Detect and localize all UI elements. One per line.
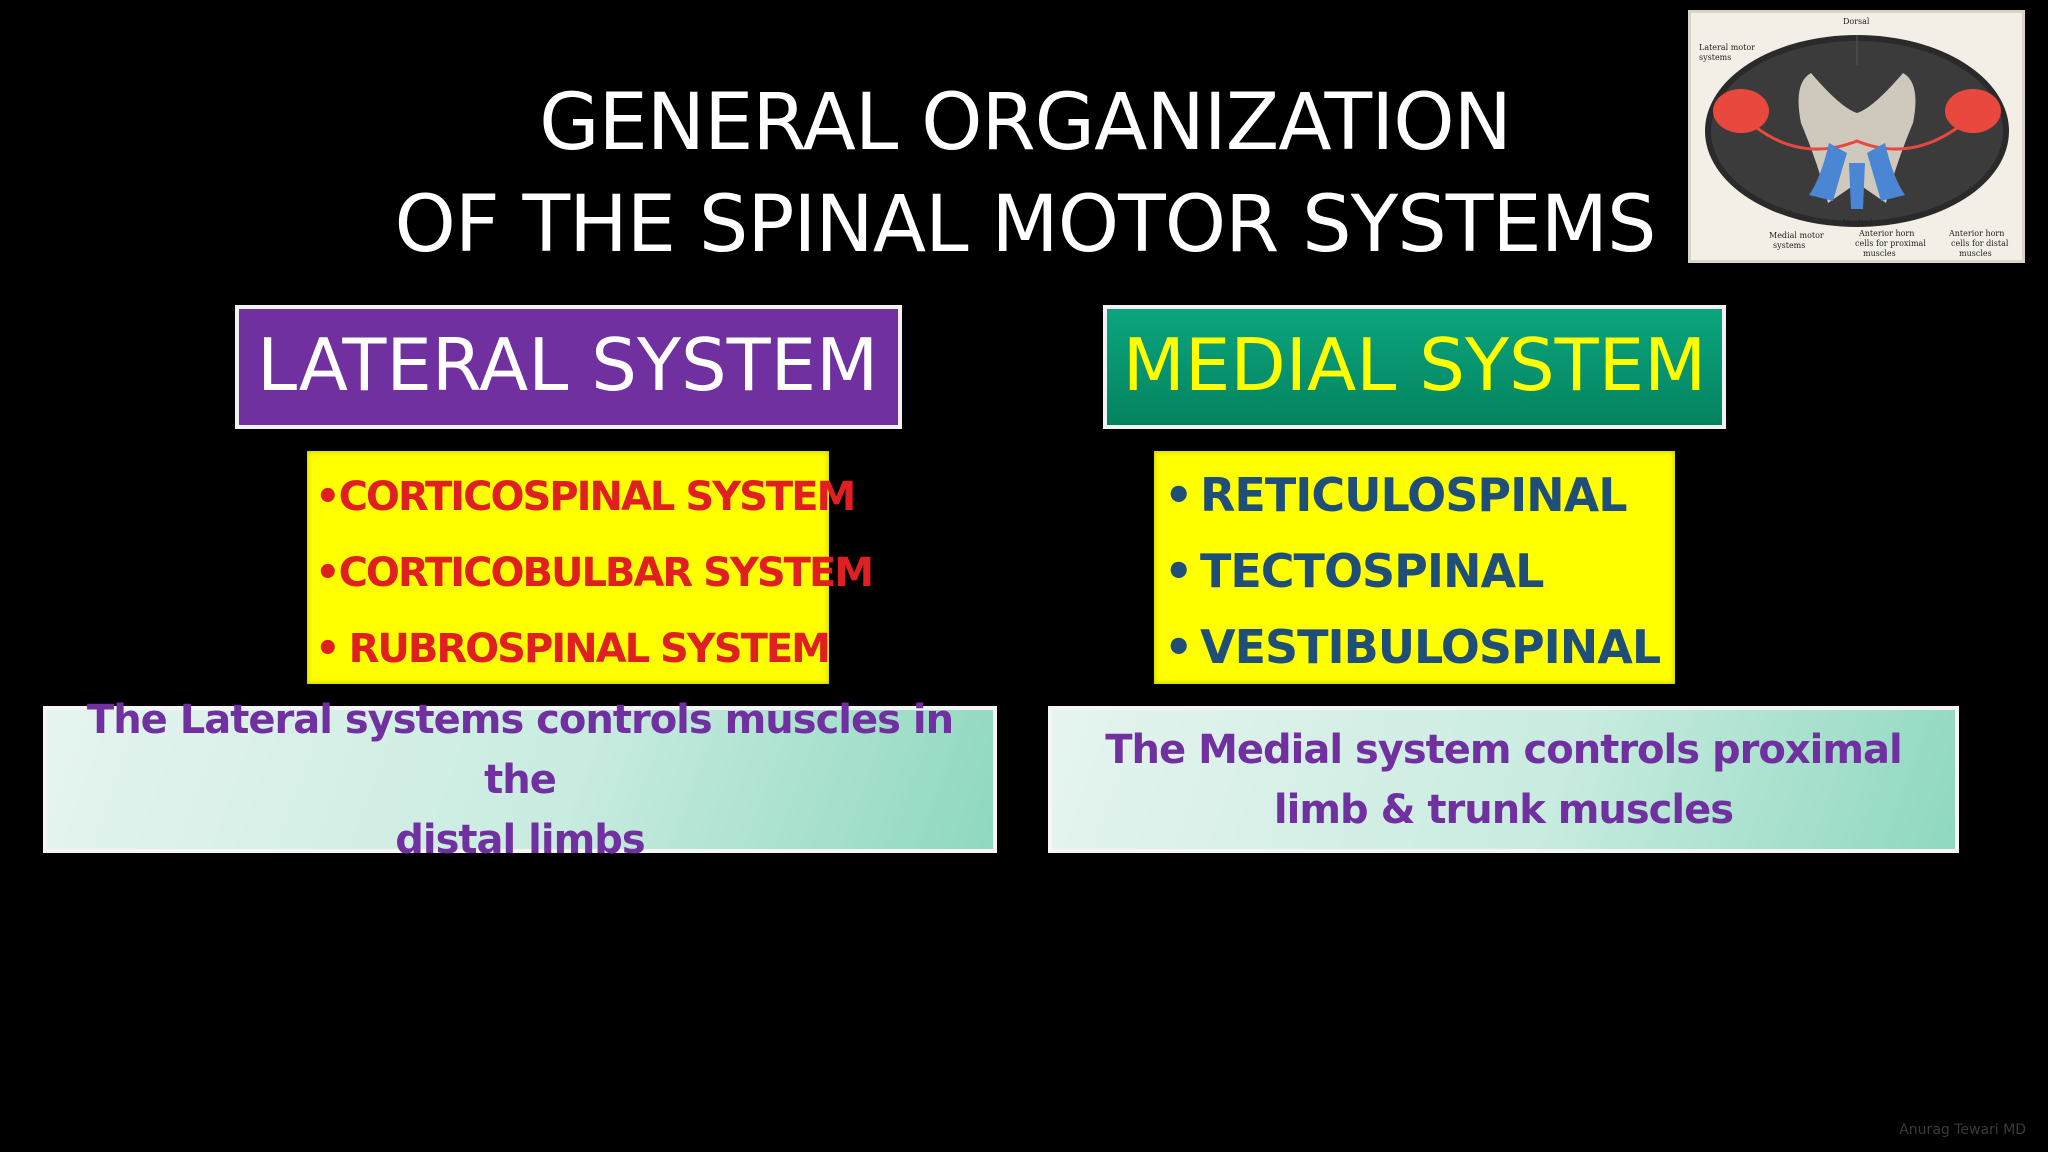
label-lateral-motor: Lateral motor — [1699, 43, 1755, 52]
label-lateral-motor-2: systems — [1699, 53, 1732, 62]
bullet-icon: • — [315, 626, 341, 672]
label-medial-motor-2: systems — [1773, 241, 1806, 250]
label-ventral: Ventral — [1843, 218, 1873, 227]
bullet-icon: • — [315, 474, 341, 520]
lateral-pathway-line — [1752, 123, 1962, 151]
lateral-system-description: The Lateral systems controls muscles in … — [43, 697, 997, 863]
bullet-icon: • — [1164, 468, 1193, 522]
lateral-system-header: LATERAL SYSTEM — [235, 305, 902, 429]
list-item-label: CORTICOSPINAL SYSTEM — [338, 474, 857, 520]
list-item-label: VESTIBULOSPINAL — [1200, 620, 1661, 674]
label-anterior-distal-1: Anterior horn — [1949, 229, 2005, 238]
slide-title-line-2: OF THE SPINAL MOTOR SYSTEMS — [394, 180, 1656, 270]
lateral-description-line-2: distal limbs — [395, 816, 645, 863]
lateral-description-line-1: The Lateral systems controls muscles in … — [86, 696, 954, 803]
spinal-cord-diagram — [1705, 35, 2009, 227]
label-anterior-distal-2: cells for distal — [1951, 239, 2009, 248]
label-anterior-proximal-3: muscles — [1863, 249, 1896, 258]
slide-title: GENERAL ORGANIZATION OF THE SPINAL MOTOR… — [380, 72, 1670, 276]
medial-tract-center — [1849, 163, 1865, 209]
lateral-system-list: • CORTICOSPINAL SYSTEM • CORTICOBULBAR S… — [307, 451, 874, 687]
author-credit: Anurag Tewari MD — [1899, 1122, 2026, 1138]
label-medial-motor: Medial motor — [1769, 231, 1824, 240]
list-item: • RUBROSPINAL SYSTEM — [315, 611, 831, 687]
bullet-icon: • — [1164, 620, 1193, 674]
medial-description-line-2: limb & trunk muscles — [1273, 786, 1734, 833]
medial-system-description: The Medial system controls proximal limb… — [1048, 706, 1959, 853]
list-item-label: TECTOSPINAL — [1200, 544, 1544, 598]
list-item: • CORTICOBULBAR SYSTEM — [315, 535, 874, 611]
slide-title-line-1: GENERAL ORGANIZATION — [539, 78, 1512, 168]
bullet-icon: • — [315, 550, 341, 596]
medial-tract-left — [1809, 143, 1847, 201]
medial-system-list: • RETICULOSPINAL • TECTOSPINAL • VESTIBU… — [1154, 451, 1675, 684]
lateral-tract-left — [1713, 89, 1769, 133]
list-item: • CORTICOSPINAL SYSTEM — [315, 459, 856, 535]
medial-system-header: MEDIAL SYSTEM — [1103, 305, 1726, 429]
list-item-label: CORTICOBULBAR SYSTEM — [338, 550, 875, 596]
list-item: • TECTOSPINAL — [1164, 533, 1675, 609]
list-item-label: RUBROSPINAL SYSTEM — [348, 626, 831, 672]
bullet-icon: • — [1164, 544, 1193, 598]
medial-tract-right — [1867, 143, 1905, 201]
label-anterior-proximal-2: cells for proximal — [1855, 239, 1926, 248]
medial-description-line-1: The Medial system controls proximal — [1105, 726, 1902, 773]
label-anterior-proximal-1: Anterior horn — [1859, 229, 1915, 238]
list-item: • RETICULOSPINAL — [1164, 457, 1675, 533]
label-dorsal: Dorsal — [1843, 17, 1870, 26]
label-anterior-distal-3: muscles — [1959, 249, 1992, 258]
spinal-cord-cross-section-image: Dorsal Lateral motor systems Ventral Med… — [1688, 10, 2025, 263]
lateral-tract-right — [1945, 89, 2001, 133]
list-item-label: RETICULOSPINAL — [1200, 468, 1628, 522]
list-item: • VESTIBULOSPINAL — [1164, 609, 1675, 685]
